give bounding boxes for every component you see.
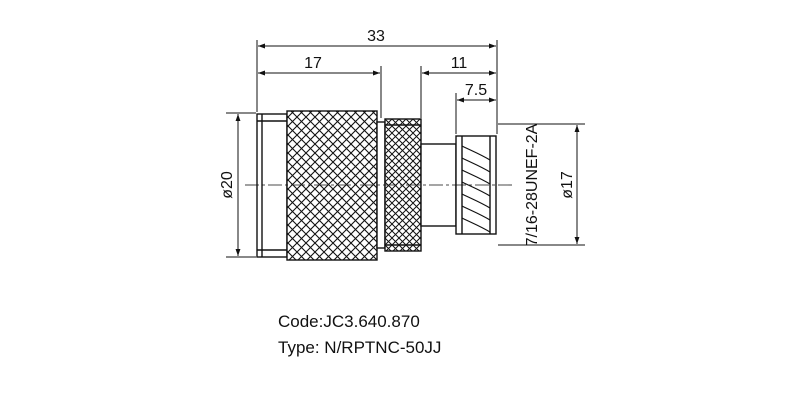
- large-knurled-nut: [286, 110, 378, 261]
- dim-left-diameter: ø20: [219, 171, 236, 199]
- product-code: Code:JC3.640.870: [278, 312, 420, 331]
- connector-body: [256, 110, 497, 261]
- dim-overall-length: 33: [367, 28, 385, 45]
- dim-left-length: 17: [304, 55, 322, 72]
- thread-spec-label: 7/16-28UNEF-2A: [524, 123, 541, 246]
- dim-thread-length: 7.5: [465, 82, 487, 99]
- dimension-lines: [226, 40, 585, 258]
- product-type: Type: N/RPTNC-50JJ: [278, 338, 442, 357]
- thread-lines: [461, 145, 491, 233]
- dim-right-length: 11: [451, 55, 468, 72]
- dim-right-diameter: ø17: [559, 171, 576, 199]
